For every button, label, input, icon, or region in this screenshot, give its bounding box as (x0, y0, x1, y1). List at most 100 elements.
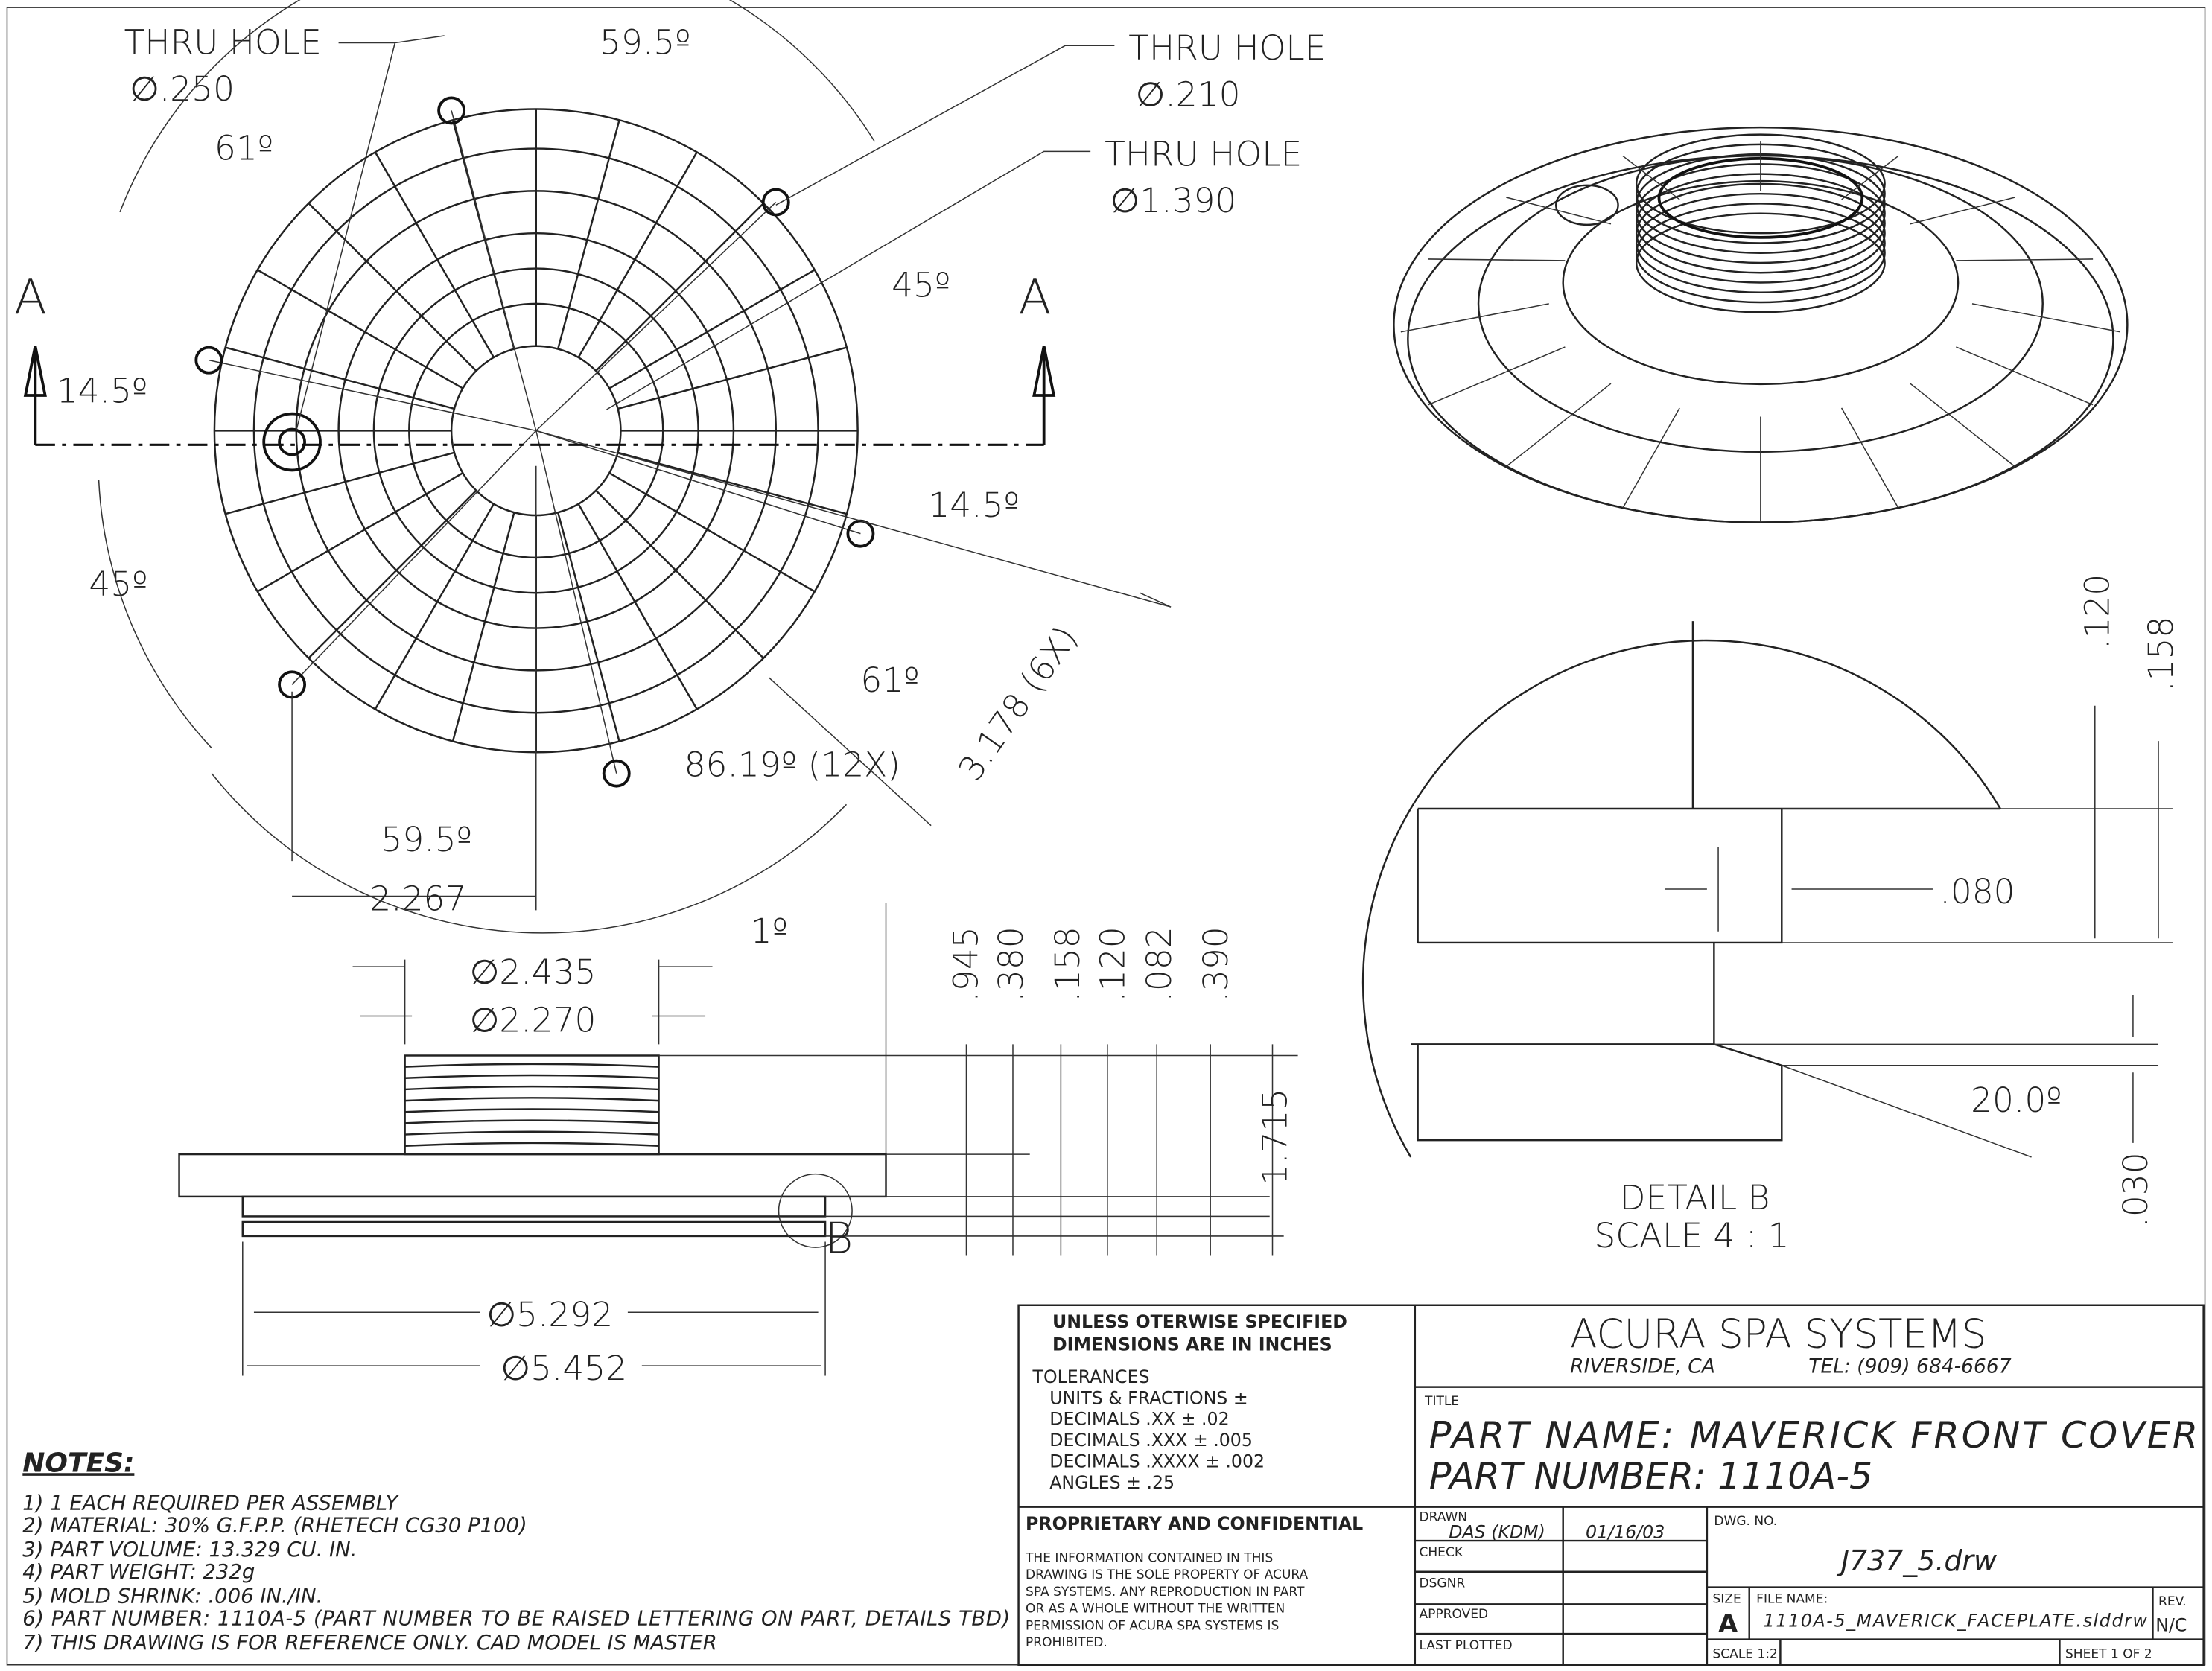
rib (225, 346, 455, 410)
height-dim: .082 (1140, 926, 1179, 1002)
rib (595, 203, 765, 372)
angle-label: 14.5º (928, 486, 1020, 525)
angle-label: 59.5º (381, 820, 472, 859)
proprietary-text: DRAWING IS THE SOLE PROPERTY OF ACURA (1026, 1567, 1309, 1582)
rib (374, 151, 495, 358)
detail-dim: .158 (2141, 617, 2181, 692)
note-item: 6) PART NUMBER: 1110A-5 (PART NUMBER TO … (22, 1608, 1010, 1631)
bolt-hole (761, 188, 790, 217)
callout-250-l1: THRU HOLE (124, 23, 322, 63)
dia-5452: ∅5.452 (500, 1349, 627, 1388)
detail-dim: .080 (1939, 872, 2015, 911)
dwg-no-label: DWG. NO. (1714, 1514, 1777, 1529)
iso-rib (1506, 197, 1612, 225)
notes-heading: NOTES: (22, 1448, 134, 1478)
callout-210-l2: ∅.210 (1136, 75, 1241, 115)
drawn-by: DAS (KDM) (1449, 1521, 1545, 1542)
file-name-label: FILE NAME: (1756, 1591, 1828, 1606)
offset-dim: 2.267 (369, 879, 466, 918)
dia-5292: ∅5.292 (486, 1295, 613, 1334)
rib (257, 269, 463, 389)
last-plotted-label: LAST PLOTTED (1419, 1638, 1512, 1653)
title-label: TITLE (1424, 1394, 1459, 1409)
side-view: ∅2.435 ∅2.270 ∅5.292 ∅5.452 .945 .380 .1… (178, 903, 1298, 1388)
spec-line: UNLESS OTERWISE SPECIFIED (1052, 1311, 1347, 1332)
rib (308, 489, 477, 659)
rib (556, 119, 620, 349)
height-dim: .380 (991, 926, 1031, 1002)
angle-label: 14.5º (57, 372, 148, 411)
thread (404, 1074, 659, 1080)
size-label: SIZE (1712, 1591, 1741, 1606)
rib (577, 503, 698, 710)
section-label-right: A (1019, 270, 1052, 325)
tolerance-item: DECIMALS .XX ± .02 (1049, 1409, 1229, 1430)
height-dim: .945 (947, 926, 986, 1002)
section-arrow-right (1032, 346, 1056, 445)
lug (291, 430, 537, 685)
thread (404, 1085, 659, 1091)
height-dim: .120 (1093, 926, 1133, 1002)
iso-thread (1635, 212, 1886, 313)
iso-rib (1505, 383, 1612, 468)
detail-b-view: .120 .158 .080 20.0º .030 DETAIL B SCALE… (1361, 574, 2181, 1255)
iso-ring (1477, 154, 2044, 453)
proprietary-text: SPA SYSTEMS. ANY REPRODUCTION IN PART (1026, 1585, 1305, 1600)
angle-label: 1º (751, 911, 788, 951)
angle-label: 45º (89, 564, 147, 604)
rib (595, 489, 765, 659)
scale-value: SCALE 1:2 (1712, 1646, 1777, 1661)
thread (404, 1130, 659, 1136)
detail-b-callout: B (825, 1215, 853, 1264)
part-name: PART NAME: MAVERICK FRONT COVER (1429, 1413, 2198, 1457)
tolerances-label: TOLERANCES (1032, 1366, 1150, 1387)
part-number: PART NUMBER: 1110A-5 (1429, 1454, 1873, 1497)
dia-2435: ∅2.435 (470, 952, 597, 992)
approved-label: APPROVED (1419, 1607, 1488, 1622)
thread (404, 1119, 659, 1124)
iso-drain (1554, 184, 1619, 226)
rib (257, 472, 463, 593)
angle-label: 86.19º (12X) (684, 745, 900, 784)
lug (535, 201, 777, 431)
rev-value: N/C (2155, 1614, 2187, 1635)
lug (535, 430, 861, 535)
isometric-view (1393, 126, 2129, 523)
bolt-hole (194, 346, 223, 375)
drawn-date: 01/16/03 (1586, 1521, 1665, 1542)
callout-210-l1: THRU HOLE (1128, 28, 1326, 68)
size-value: A (1718, 1609, 1738, 1639)
title-block: UNLESS OTERWISE SPECIFIED DIMENSIONS ARE… (1017, 1304, 2205, 1666)
iso-rib (1622, 155, 1680, 200)
proprietary-text: PERMISSION OF ACURA SPA SYSTEMS IS (1026, 1618, 1279, 1633)
iso-rib (1910, 197, 2015, 225)
detail-b-scale: SCALE 4 : 1 (1594, 1216, 1789, 1255)
bolt-hole (602, 759, 631, 788)
height-dim: .390 (1196, 926, 1236, 1002)
company-name: ACURA SPA SYSTEMS (1570, 1311, 1986, 1358)
thread (404, 1108, 659, 1113)
dia-2270: ∅2.270 (470, 1000, 597, 1040)
iso-rib (1956, 346, 2094, 406)
drawn-label: DRAWN (1419, 1510, 1467, 1525)
note-item: 3) PART VOLUME: 13.329 CU. IN. (22, 1538, 357, 1562)
sheet-value: SHEET 1 OF 2 (2065, 1646, 2152, 1661)
rib (617, 451, 848, 515)
angle-label: 61º (860, 661, 919, 700)
iso-thread (1635, 192, 1886, 293)
dsgnr-label: DSGNR (1419, 1576, 1465, 1591)
tolerance-item: ANGLES ± .25 (1049, 1472, 1175, 1493)
drain-hole (278, 427, 307, 456)
thread (404, 1097, 659, 1102)
iso-rib (1428, 346, 1566, 406)
iso-rib (1956, 258, 2094, 261)
proprietary-text: OR AS A WHOLE WITHOUT THE WRITTEN (1026, 1602, 1285, 1617)
callout-1390-l1: THRU HOLE (1105, 134, 1302, 174)
lug (451, 110, 537, 431)
height-dim: 1.715 (1255, 1089, 1294, 1185)
height-dim: .158 (1048, 926, 1087, 1002)
iso-rib (1428, 258, 1566, 261)
tolerance-item: UNITS & FRACTIONS ± (1049, 1387, 1248, 1408)
note-item: 2) MATERIAL: 30% G.F.P.P. (RHETECH CG30 … (22, 1515, 527, 1538)
